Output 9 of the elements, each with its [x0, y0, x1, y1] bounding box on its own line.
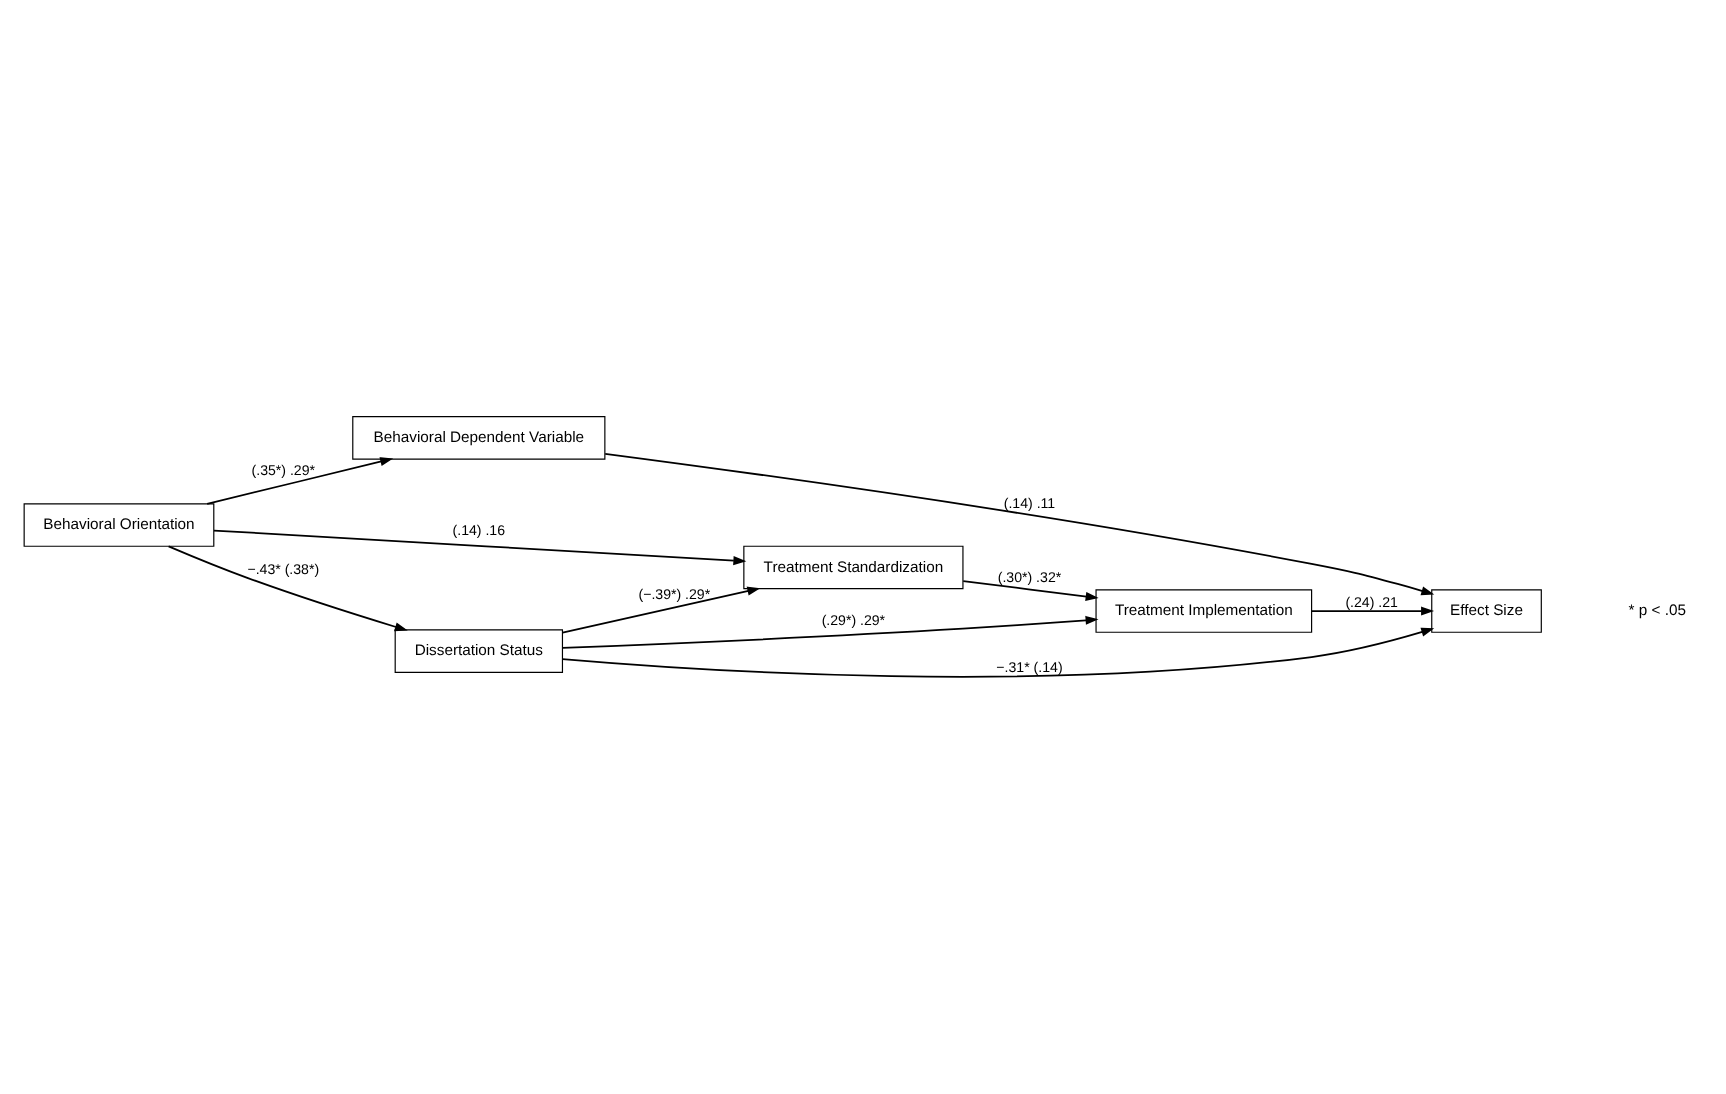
arrow — [166, 545, 407, 632]
arrow — [961, 580, 1098, 601]
arrow — [212, 529, 746, 566]
arrow — [205, 457, 393, 505]
arrow — [560, 615, 1098, 649]
arrow — [603, 452, 1434, 596]
arrow — [560, 627, 1434, 678]
arrow — [560, 586, 760, 634]
arrow — [1309, 606, 1434, 616]
